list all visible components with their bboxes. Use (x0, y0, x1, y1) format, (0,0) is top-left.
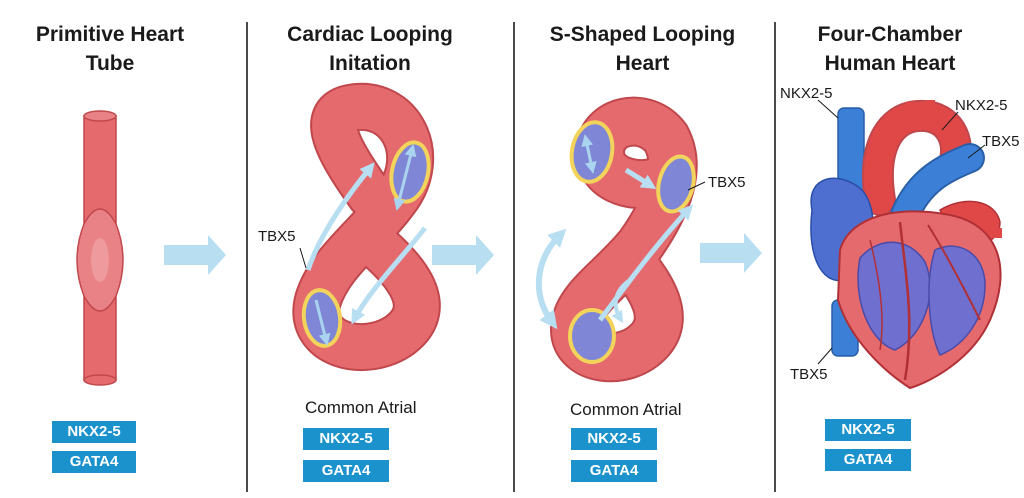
panel-3-title: S-Shaped Looping Heart (549, 23, 736, 75)
panel-1-title: Primitive Heart Tube (35, 23, 185, 75)
panel-1-badge-nkx25: NKX2-5 (52, 421, 136, 443)
primitive-heart-tube (76, 110, 124, 386)
divider-1 (246, 22, 248, 492)
panel-3-badge-gata4: GATA4 (571, 460, 657, 482)
panel-3-caption: Common Atrial (570, 400, 682, 419)
looping-figure-eight (292, 82, 441, 371)
panel-4-tbx5-label-bottom: TBX5 (790, 366, 828, 383)
divider-2 (513, 22, 515, 492)
panel-4-tbx5-label-right: TBX5 (982, 133, 1020, 150)
transition-arrow-3 (700, 233, 762, 273)
panel-2-tbx5-label: TBX5 (258, 228, 296, 245)
panel-4-badge-gata4: GATA4 (825, 449, 911, 471)
s-shaped-heart (535, 96, 706, 383)
panel-2-title: Cardiac Looping Initation (287, 23, 453, 75)
panel-2-badge-nkx25: NKX2-5 (303, 428, 389, 450)
panel-2-caption: Common Atrial (305, 398, 417, 417)
panel-3-tbx5-label: TBX5 (708, 174, 746, 191)
panel-4-nkx25-label-right: NKX2-5 (955, 97, 1008, 114)
panel-4-title: Four-Chamber Human Heart (817, 23, 963, 75)
four-chamber-heart (810, 99, 1002, 390)
panel-3-badge-nkx25: NKX2-5 (571, 428, 657, 450)
transition-arrow-2 (432, 235, 494, 275)
panel-2-badge-gata4: GATA4 (303, 460, 389, 482)
transition-arrow-1 (164, 235, 226, 275)
panel-4-badge-nkx25: NKX2-5 (825, 419, 911, 441)
divider-3 (774, 22, 776, 492)
panel-4-nkx25-label-left: NKX2-5 (780, 85, 833, 102)
panel-1-badge-gata4: GATA4 (52, 451, 136, 473)
